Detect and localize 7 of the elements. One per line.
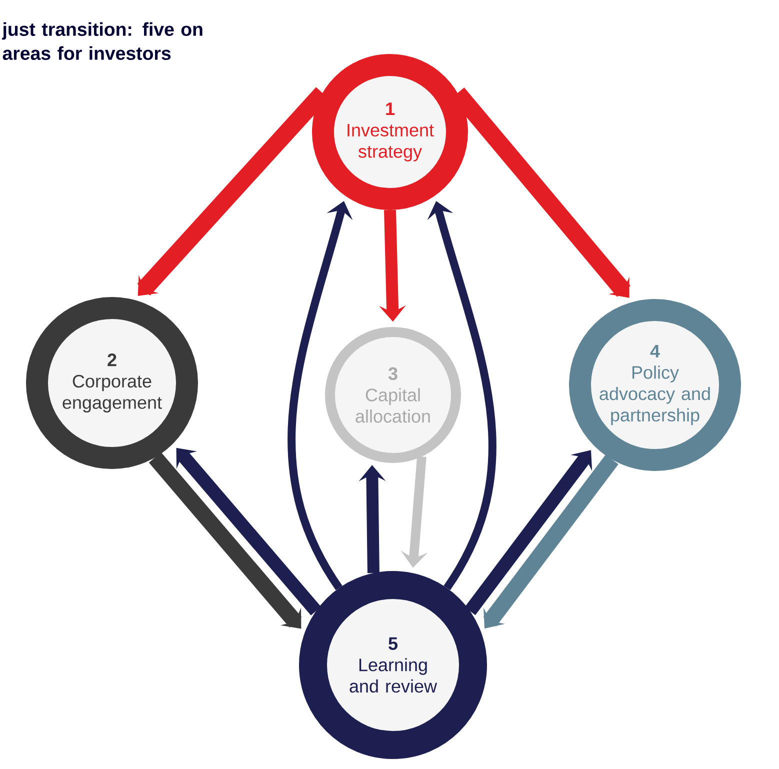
circle-node: 2 Corporate engagement — [26, 297, 198, 469]
circle-node: 4 Policy advocacy and partnership — [569, 299, 741, 471]
circle-node: 1 Investment strategy — [312, 54, 468, 210]
circle-node: 5 Learning and review — [299, 571, 487, 759]
title: just transition: five on areas for investors — [2, 22, 202, 60]
circle-node: 3 Capital allocation — [325, 327, 461, 463]
arrow — [148, 452, 302, 629]
